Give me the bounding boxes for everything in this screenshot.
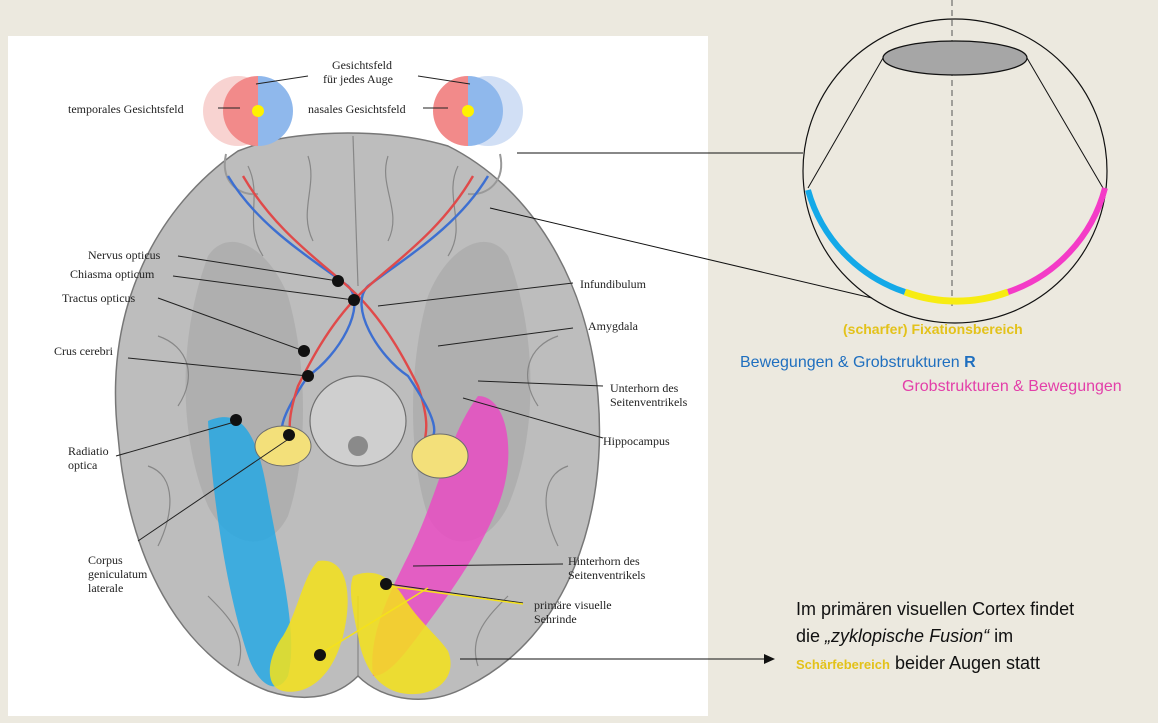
label-unterhorn: Unterhorn des [610,381,679,395]
connector-line-fixation [489,207,873,299]
retina-blue-arc [805,189,906,295]
label-infundibulum: Infundibulum [580,277,646,291]
yellow-leader-lines [319,585,524,655]
label-temporales-gesichtsfeld: temporales Gesichtsfeld [68,102,184,116]
blue-region [208,417,292,687]
fixation-label: (scharfer) Fixationsbereich [843,321,1023,337]
label-crus-cerebri: Crus cerebri [54,344,113,358]
label-laterale: laterale [88,581,124,595]
cortex-note-highlight: Schärfebereich [796,657,890,672]
retina-magenta-arc [1007,187,1108,295]
label-seitenventrikels-1: Seitenventrikels [610,395,688,409]
label-optica: optica [68,458,98,472]
eyeball-outline [802,18,1108,324]
pink-region-label: Grobstrukturen & Bewegungen [902,378,1122,395]
blue-label-suffix: R [964,354,976,371]
optic-tracts [226,175,490,447]
ray-right [1026,57,1104,189]
cortex-note-line1: Im primären visuellen Cortex findet [796,599,1075,619]
visual-field-left [203,76,293,146]
leader-lines [115,75,604,604]
label-radiatio: Radiatio [68,444,109,458]
label-geniculatum: geniculatum [88,567,148,581]
label-corpus: Corpus [88,553,123,567]
label-amygdala: Amygdala [588,319,638,333]
retina-yellow-arc [903,288,1010,305]
label-chiasma-opticum: Chiasma opticum [70,267,155,281]
label-tractus-opticus: Tractus opticus [62,291,136,305]
blue-region-label: Bewegungen & Grobstrukturen R [740,354,976,372]
brain-illustration [114,75,604,700]
label-nervus-opticus: Nervus opticus [88,248,161,262]
cortex-note-line3: Schärfebereich beider Augen statt [796,650,1074,678]
blue-label-text: Bewegungen & Grobstrukturen [740,354,960,371]
label-sehrinde: Sehrinde [534,612,577,626]
cortex-note-line3-suffix: beider Augen statt [889,653,1041,673]
arrow-head-icon [764,654,775,664]
brain-figure-panel: Gesichtsfeld für jedes Auge temporales G… [8,36,708,716]
label-gesichtsfeld: Gesichtsfeld [332,58,392,72]
lens-shape [882,40,1028,76]
cortex-note-line2: die „zyklopische Fusion“ im [796,623,1074,650]
cortex-note: Im primären visuellen Cortex findet die … [796,596,1074,678]
cortex-note-italic: „zyklopische Fusion“ [825,626,990,646]
label-nasales-gesichtsfeld: nasales Gesichtsfeld [308,102,406,116]
cortex-note-suffix: im [989,626,1014,646]
marker-dots [230,275,392,661]
visual-field-right [433,76,523,146]
yellow-region-right [350,572,451,695]
label-fuer-jedes-auge: für jedes Auge [323,72,393,86]
label-hinterhorn: Hinterhorn des [568,554,640,568]
label-hippocampus: Hippocampus [603,434,670,448]
label-seitenventrikels-2: Seitenventrikels [568,568,646,582]
cortex-note-prefix: die [796,626,826,646]
yellow-region-left [269,560,348,692]
label-primaere-visuelle: primäre visuelle [534,598,612,612]
ray-left [807,57,884,189]
